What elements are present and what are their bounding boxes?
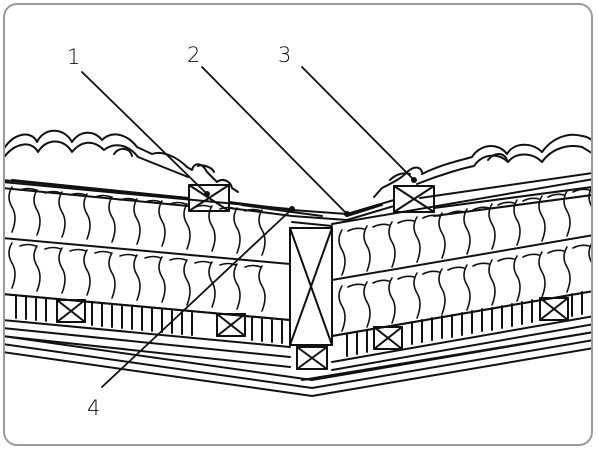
roof-ridge-drawing	[5, 66, 591, 397]
callout-4: 4	[87, 396, 101, 420]
ridge-rafter	[289, 221, 333, 370]
leader-line-1	[81, 71, 208, 195]
ridge-tile-left	[186, 163, 239, 193]
leader-line-3	[301, 66, 415, 181]
callout-1: 1	[67, 45, 81, 69]
ceiling-layers	[5, 331, 591, 397]
diagram-frame: 1 2 3 4	[3, 3, 593, 446]
leader-dots	[204, 177, 417, 217]
rafter-layer-right	[301, 290, 591, 381]
leader-lines	[81, 66, 415, 388]
leader-line-4	[101, 208, 293, 388]
callout-3: 3	[278, 43, 292, 67]
callout-2: 2	[187, 43, 201, 67]
roof-tiles-left	[5, 129, 189, 199]
roof-tiles-right	[416, 133, 591, 199]
leader-line-2	[201, 66, 348, 215]
